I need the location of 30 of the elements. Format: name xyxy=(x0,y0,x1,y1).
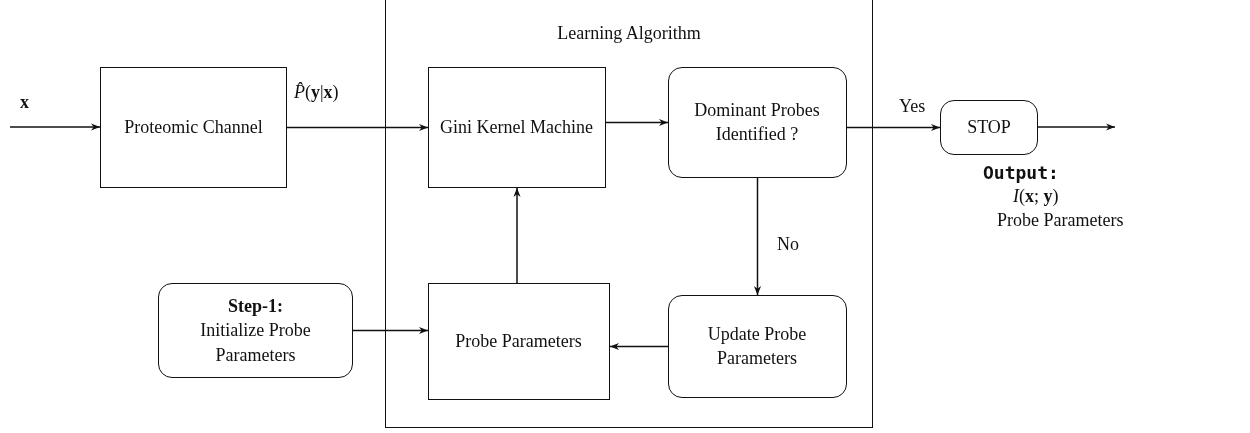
node-label: Dominant Probes Identified ? xyxy=(693,98,821,146)
node-label: Probe Parameters xyxy=(455,329,582,353)
output-label: Output: xyxy=(983,162,1059,183)
node-label: Update Probe Parameters xyxy=(706,322,808,370)
arrow xyxy=(1037,123,1116,131)
node-label: STOP xyxy=(967,116,1011,140)
rounded-process-box xyxy=(940,100,1038,155)
arrow xyxy=(9,123,101,131)
node-label: Learning Algorithm xyxy=(557,22,701,45)
process-box xyxy=(427,66,606,188)
group-box xyxy=(385,0,873,428)
process-box xyxy=(427,282,610,400)
arrow xyxy=(605,118,669,127)
rounded-process-box xyxy=(667,294,847,398)
node-label: Gini Kernel Machine xyxy=(440,115,593,139)
process-box xyxy=(100,67,287,188)
node-label: Proteomic Channel xyxy=(124,116,263,140)
edge-label: P̂(y|x) xyxy=(292,82,341,103)
arrow xyxy=(286,123,429,132)
arrow xyxy=(352,326,429,335)
arrow xyxy=(753,177,762,296)
rounded-process-box xyxy=(667,66,847,178)
node-label: Initialize Probe Parameters xyxy=(199,319,312,367)
output-label: Probe Parameters xyxy=(997,210,1124,231)
arrow xyxy=(609,342,669,351)
rounded-process-box xyxy=(158,283,353,378)
arrow xyxy=(513,187,521,284)
output-label: I(x; y) xyxy=(1013,186,1059,207)
step-heading: Step-1: xyxy=(228,295,283,319)
arrow xyxy=(846,123,941,132)
